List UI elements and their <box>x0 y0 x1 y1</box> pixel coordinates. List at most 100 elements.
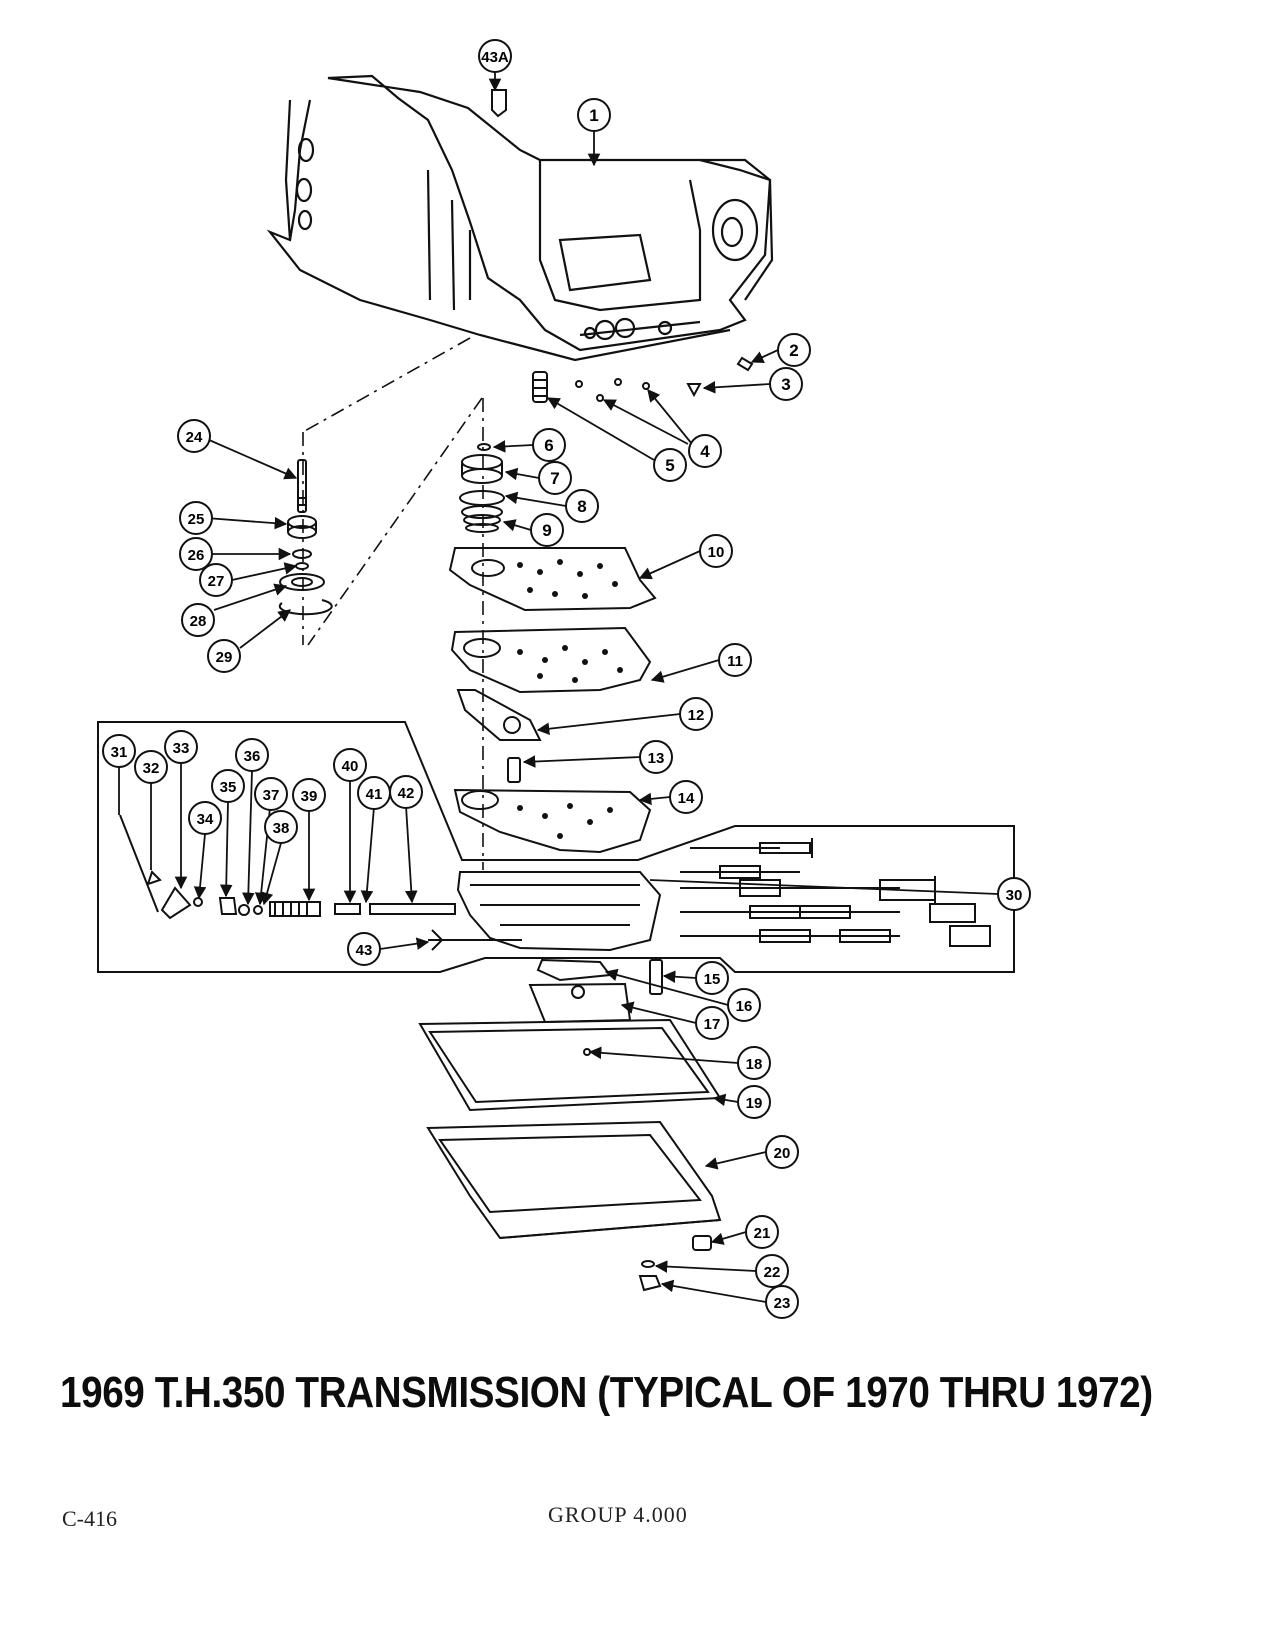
callout-42: 42 <box>389 775 423 809</box>
svg-text:19: 19 <box>746 1095 763 1112</box>
callout-19: 19 <box>737 1085 771 1119</box>
callout-8: 8 <box>565 489 599 523</box>
callout-27: 27 <box>199 563 233 597</box>
svg-text:35: 35 <box>220 779 237 796</box>
callout-43a: 43A <box>478 39 512 73</box>
svg-text:1: 1 <box>589 106 598 125</box>
svg-text:21: 21 <box>754 1225 771 1242</box>
callout-1: 1 <box>577 98 611 132</box>
callout-29: 29 <box>207 639 241 673</box>
svg-text:22: 22 <box>764 1264 781 1281</box>
svg-text:40: 40 <box>342 758 359 775</box>
svg-text:25: 25 <box>188 511 205 528</box>
callout-10: 10 <box>699 534 733 568</box>
transmission-case <box>266 74 774 362</box>
callout-17: 17 <box>695 1006 729 1040</box>
svg-text:6: 6 <box>544 436 553 455</box>
callout-28: 28 <box>181 603 215 637</box>
svg-text:31: 31 <box>111 744 128 761</box>
svg-text:8: 8 <box>577 497 586 516</box>
svg-text:7: 7 <box>550 469 559 488</box>
callout-5: 5 <box>653 448 687 482</box>
svg-text:34: 34 <box>197 811 214 828</box>
callout-15: 15 <box>695 961 729 995</box>
callout-26: 26 <box>179 537 213 571</box>
callout-16: 16 <box>727 988 761 1022</box>
svg-text:28: 28 <box>190 613 207 630</box>
svg-text:17: 17 <box>704 1016 721 1033</box>
callout-14: 14 <box>669 780 703 814</box>
callout-20: 20 <box>765 1135 799 1169</box>
svg-text:43: 43 <box>356 942 373 959</box>
svg-text:4: 4 <box>700 442 710 461</box>
servo-parts <box>459 443 505 533</box>
svg-text:37: 37 <box>263 787 280 804</box>
callout-12: 12 <box>679 697 713 731</box>
svg-text:39: 39 <box>301 788 318 805</box>
svg-text:12: 12 <box>688 707 705 724</box>
svg-text:2: 2 <box>789 341 798 360</box>
svg-text:3: 3 <box>781 375 790 394</box>
callout-18: 18 <box>737 1046 771 1080</box>
callout-37: 37 <box>254 777 288 811</box>
callout-31: 31 <box>102 734 136 768</box>
svg-text:29: 29 <box>216 649 233 666</box>
svg-text:32: 32 <box>143 760 160 777</box>
svg-text:41: 41 <box>366 786 383 803</box>
callout-36: 36 <box>235 738 269 772</box>
callout-30: 30 <box>997 877 1031 911</box>
callout-33: 33 <box>164 730 198 764</box>
callout-41: 41 <box>357 776 391 810</box>
svg-text:13: 13 <box>648 750 665 767</box>
diagram-title: 1969 T.H.350 TRANSMISSION (TYPICAL OF 19… <box>60 1368 1153 1417</box>
svg-text:24: 24 <box>186 429 203 446</box>
callout-35: 35 <box>211 769 245 803</box>
callout-21: 21 <box>745 1215 779 1249</box>
callout-39: 39 <box>292 778 326 812</box>
svg-text:11: 11 <box>727 653 743 670</box>
case-hardware <box>491 89 754 403</box>
svg-text:5: 5 <box>665 456 674 475</box>
callout-6: 6 <box>532 428 566 462</box>
callout-3: 3 <box>769 367 803 401</box>
svg-text:27: 27 <box>208 573 225 590</box>
callout-11: 11 <box>718 643 752 677</box>
callout-2: 2 <box>777 333 811 367</box>
group-number: GROUP 4.000 <box>548 1502 688 1527</box>
separator-plates <box>448 547 657 854</box>
callout-24: 24 <box>177 419 211 453</box>
svg-text:14: 14 <box>678 790 695 807</box>
callout-40: 40 <box>333 748 367 782</box>
callout-4: 4 <box>688 434 722 468</box>
svg-text:36: 36 <box>244 748 261 765</box>
svg-text:23: 23 <box>774 1295 791 1312</box>
plate-holes <box>517 559 623 839</box>
svg-text:15: 15 <box>704 971 721 988</box>
callout-43: 43 <box>347 932 381 966</box>
exploded-parts-diagram: 43A 1 2 3 4 5 6 7 8 9 10 11 12 13 14 15 … <box>97 39 1031 1319</box>
svg-text:10: 10 <box>708 544 725 561</box>
svg-text:33: 33 <box>173 740 190 757</box>
leader-lines <box>118 72 999 1303</box>
svg-text:20: 20 <box>774 1145 791 1162</box>
callout-38: 38 <box>264 810 298 844</box>
svg-text:30: 30 <box>1006 887 1023 904</box>
svg-text:9: 9 <box>542 521 551 540</box>
svg-text:42: 42 <box>398 785 415 802</box>
callout-23: 23 <box>765 1285 799 1319</box>
callout-34: 34 <box>188 801 222 835</box>
page-number: C-416 <box>62 1506 117 1531</box>
callout-7: 7 <box>538 461 572 495</box>
accumulator-parts <box>278 459 333 616</box>
callout-9: 9 <box>530 513 564 547</box>
svg-text:26: 26 <box>188 547 205 564</box>
callout-25: 25 <box>179 501 213 535</box>
valve-body-inset <box>97 721 1015 973</box>
phantom-lines <box>302 337 484 870</box>
callout-22: 22 <box>755 1254 789 1288</box>
svg-text:16: 16 <box>736 998 753 1015</box>
svg-text:43A: 43A <box>481 49 509 66</box>
callout-32: 32 <box>134 750 168 784</box>
pan-and-filter <box>418 958 722 1292</box>
callout-13: 13 <box>639 740 673 774</box>
